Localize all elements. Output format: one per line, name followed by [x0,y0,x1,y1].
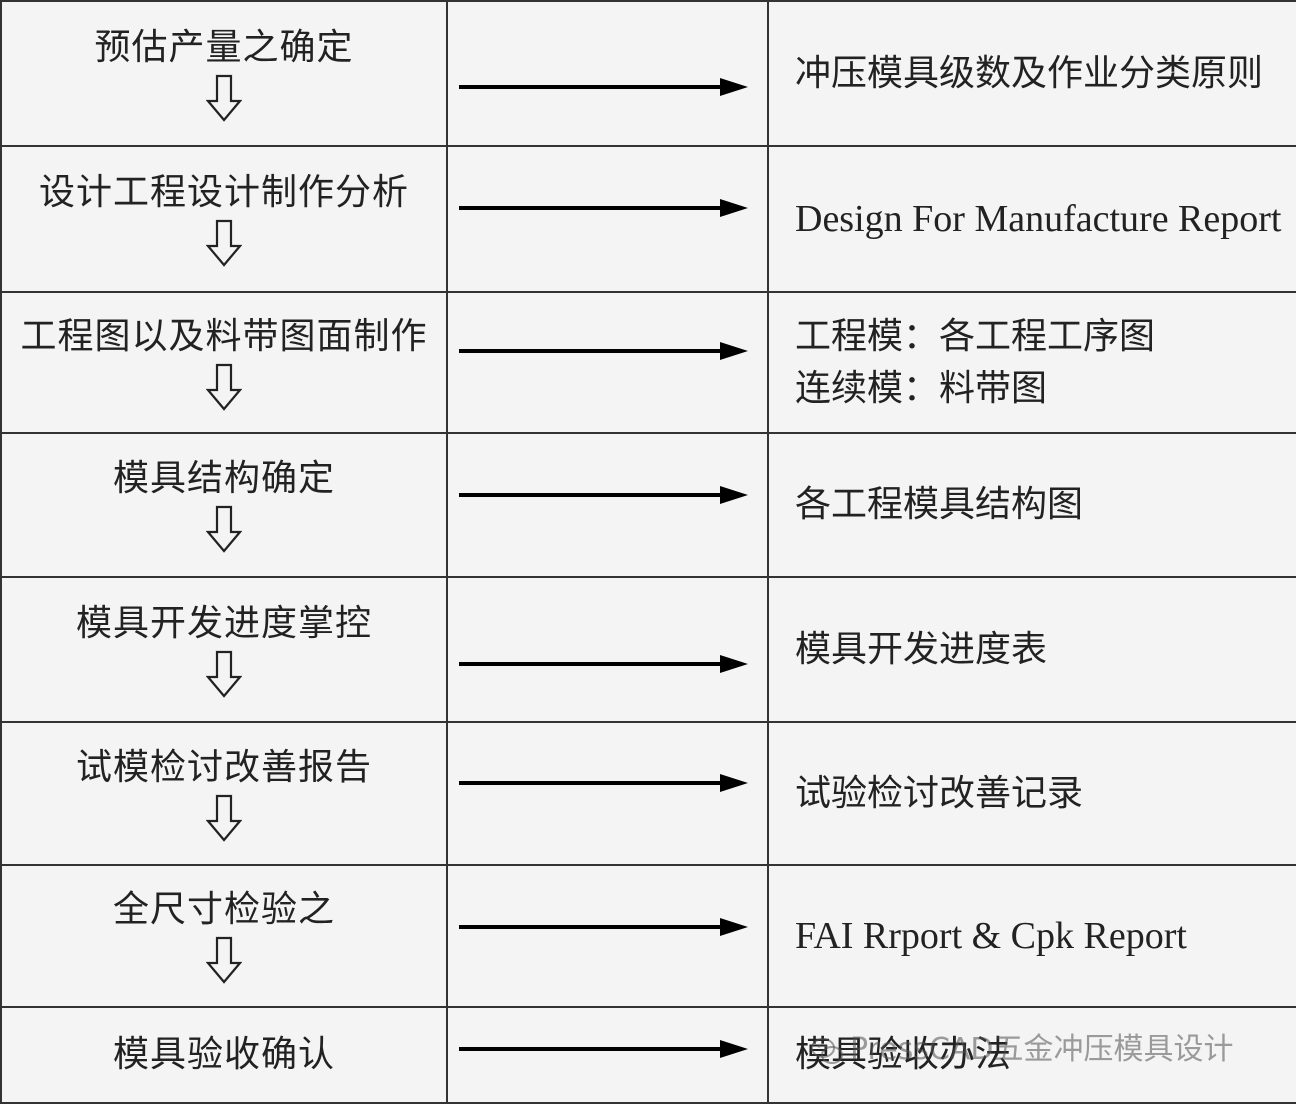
step-label: 模具结构确定 [112,458,335,499]
step-cell: 全尺寸检验之 [0,864,448,1008]
right-arrow-icon [459,918,748,936]
step-cell: 模具结构确定 [0,432,448,578]
output-cell: 模具开发进度表 [767,576,1296,723]
flow-row: 工程图以及料带图面制作 工程模：各工程工序图连续模：料带图 [0,291,1296,434]
down-arrow-icon [206,505,242,553]
step-cell: 设计工程设计制作分析 [0,145,448,293]
right-arrow-icon [459,655,748,673]
step-label: 模具开发进度掌控 [75,602,372,644]
output-text: 模具开发进度表 [795,628,1048,670]
output-cell: Design For Manufacture Report [767,145,1296,293]
down-arrow-icon [206,363,242,411]
step-cell: 模具验收确认 [0,1006,448,1104]
right-arrow-icon [459,78,748,96]
flow-row: 模具结构确定各工程模具结构图 [0,432,1296,578]
step-label: 预估产量之确定 [94,26,354,68]
step-label: 试模检讨改善报告 [75,746,372,788]
step-label: 工程图以及料带图面制作 [20,315,428,357]
output-text: 冲压模具级数及作业分类原则 [795,52,1264,94]
down-arrow-icon [206,219,242,267]
output-text: 各工程模具结构图 [795,484,1084,525]
step-label: 全尺寸检验之 [112,889,335,930]
right-arrow-icon [459,486,748,504]
step-cell: 预估产量之确定 [0,0,448,147]
right-arrow-icon [459,342,748,360]
output-text: 模具验收办法 [795,1034,1012,1075]
output-cell: 试验检讨改善记录 [767,721,1296,866]
output-text: Design For Manufacture Report [795,198,1282,240]
step-label: 模具验收确认 [112,1034,335,1075]
output-cell: 各工程模具结构图 [767,432,1296,578]
output-cell: 冲压模具级数及作业分类原则 [767,0,1296,147]
flow-row: 全尺寸检验之 FAI Rrport & Cpk Report [0,864,1296,1008]
arrow-cell [446,1006,769,1104]
arrow-cell [446,145,769,293]
right-arrow-icon [459,774,748,792]
output-text: FAI Rrport & Cpk Report [795,915,1187,957]
flow-row: 预估产量之确定冲压模具级数及作业分类原则 [0,0,1296,147]
arrow-cell [446,576,769,723]
output-text: 工程模：各工程工序图 [795,315,1156,357]
arrow-cell [446,291,769,434]
right-arrow-icon [459,1040,748,1058]
arrow-cell [446,0,769,147]
step-label: 设计工程设计制作分析 [38,172,409,213]
down-arrow-icon [206,936,242,984]
down-arrow-icon [206,650,242,698]
down-arrow-icon [206,74,242,122]
output-text: 试验检讨改善记录 [795,772,1084,814]
flow-row: 试模检讨改善报告试验检讨改善记录 [0,721,1296,866]
arrow-cell [446,864,769,1008]
flow-row: 模具开发进度掌控模具开发进度表 [0,576,1296,723]
output-text: 连续模：料带图 [795,367,1048,409]
step-cell: 试模检讨改善报告 [0,721,448,866]
step-cell: 模具开发进度掌控 [0,576,448,723]
down-arrow-icon [206,794,242,842]
right-arrow-icon [459,199,748,217]
arrow-cell [446,432,769,578]
output-cell: 工程模：各工程工序图连续模：料带图 [767,291,1296,434]
step-cell: 工程图以及料带图面制作 [0,291,448,434]
output-cell: 模具验收办法 [767,1006,1296,1104]
flow-row: 设计工程设计制作分析 Design For Manufacture Report [0,145,1296,293]
flow-row: 模具验收确认 模具验收办法 [0,1006,1296,1104]
arrow-cell [446,721,769,866]
output-cell: FAI Rrport & Cpk Report [767,864,1296,1008]
